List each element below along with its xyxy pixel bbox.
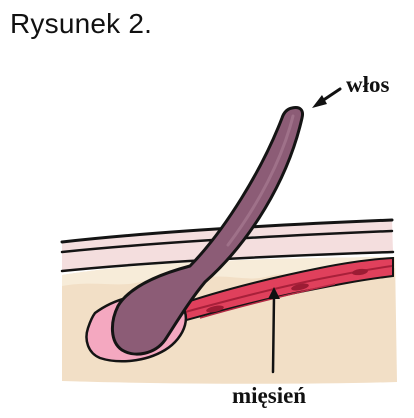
- muscle-label: mięsień: [232, 383, 306, 408]
- arrow-pointer-icon: [312, 89, 340, 108]
- hair-label: włos: [346, 72, 390, 97]
